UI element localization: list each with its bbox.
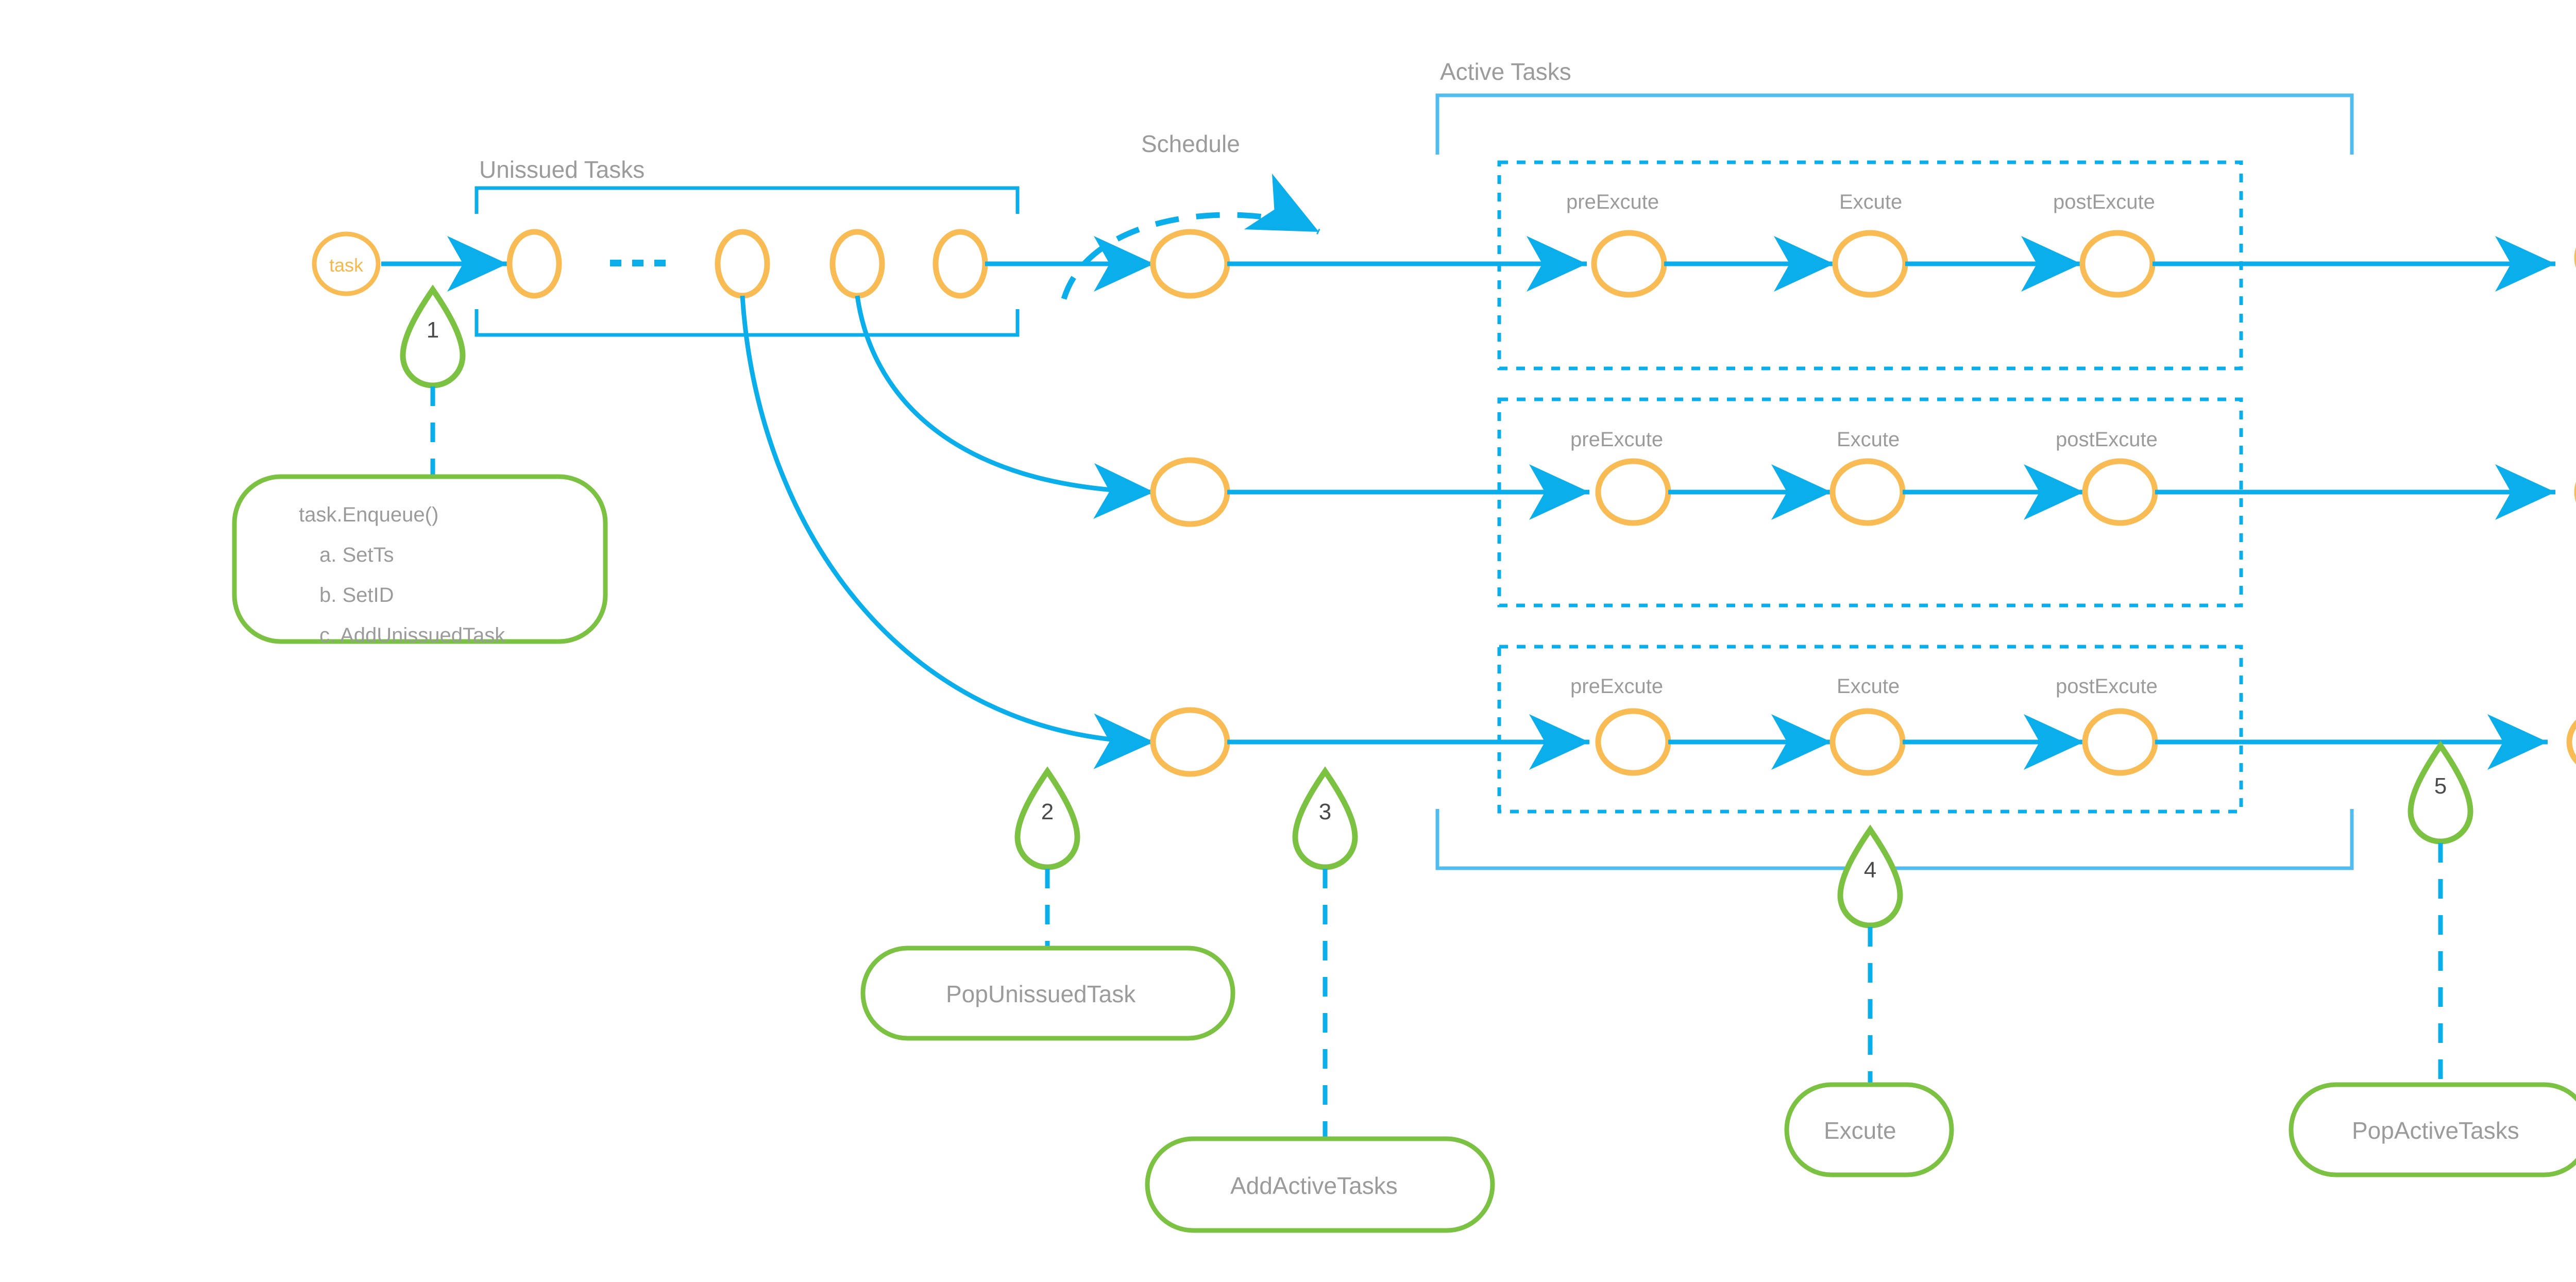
lane-3-stage-label-0: preExcute <box>1570 675 1663 698</box>
schedule-label: Schedule <box>1141 130 1240 157</box>
marker-pin-3[interactable]: 3 <box>1292 766 1358 870</box>
queue-nodes <box>506 229 988 299</box>
lane-1-stage-node-0[interactable] <box>1591 230 1667 298</box>
marker-pin-1[interactable]: 1 <box>400 284 466 389</box>
marker-pin-5[interactable]: 5 <box>2408 740 2473 845</box>
lane-2-stage-label-0: preExcute <box>1570 428 1663 451</box>
marker-pin-1-number: 1 <box>427 317 439 343</box>
queue-node-1[interactable] <box>506 229 562 299</box>
lane-3-stage-node-2[interactable] <box>2082 708 2158 776</box>
lane-3: preExcute Excute postExcute <box>1150 645 2576 814</box>
marker-pin-2-number: 2 <box>1041 799 1054 824</box>
callout-2-label: PopUnissuedTask <box>946 981 1136 1007</box>
lane-3-entry-node[interactable] <box>1150 707 1230 777</box>
lane-3-stage-label-2: postExcute <box>2056 675 2158 698</box>
lane-3-stage-node-0[interactable] <box>1595 708 1671 776</box>
active-tasks-label: Active Tasks <box>1440 58 1571 85</box>
edge-queue-to-lane2 <box>855 295 1155 519</box>
lane-2: preExcute Excute postExcute <box>1150 397 2576 608</box>
callout-1-line-2: b. SetID <box>319 584 394 606</box>
callout-4: Excute <box>1784 1082 1954 1177</box>
lane-2-pipeline-box <box>1497 397 2243 608</box>
lane-1: preExcute Excute postExcute <box>1150 160 2576 370</box>
lane-3-stage-label-1: Excute <box>1837 675 1900 698</box>
lane-3-stage-node-1[interactable] <box>1829 708 1906 776</box>
edge-queue-to-lane3 <box>740 295 1155 769</box>
callout-1-line-1: a. SetTs <box>319 544 394 566</box>
schedule-arrow <box>1061 173 1320 300</box>
lane-3-exit-node[interactable] <box>2566 711 2576 773</box>
marker-pin-3-number: 3 <box>1319 799 1331 824</box>
lane-1-entry-node[interactable] <box>1150 229 1230 299</box>
callout-5-label: PopActiveTasks <box>2352 1117 2519 1144</box>
callout-5: PopActiveTasks <box>2289 1082 2576 1177</box>
callout-4-label: Excute <box>1824 1117 1896 1144</box>
lane-1-stage-node-2[interactable] <box>2079 230 2156 298</box>
callout-3-label: AddActiveTasks <box>1230 1172 1398 1199</box>
lane-2-stage-label-1: Excute <box>1837 428 1900 451</box>
callout-1-line-3: c. AddUnissuedTask <box>319 624 505 647</box>
callout-3: AddActiveTasks <box>1145 1136 1495 1233</box>
lane-1-stage-label-0: preExcute <box>1566 191 1659 213</box>
marker-pin-2[interactable]: 2 <box>1014 766 1080 870</box>
lane-1-stage-label-2: postExcute <box>2053 191 2155 213</box>
marker-pin-4[interactable]: 4 <box>1837 824 1903 929</box>
lane-2-stage-label-2: postExcute <box>2056 428 2158 451</box>
source-task-node[interactable]: task <box>312 231 381 296</box>
callout-1-line-0: task.Enqueue() <box>299 503 438 526</box>
callout-1: task.Enqueue() a. SetTs b. SetID c. AddU… <box>232 474 608 647</box>
marker-pin-4-number: 4 <box>1864 857 1876 883</box>
marker-pin-5-number: 5 <box>2434 773 2447 799</box>
lane-2-entry-node[interactable] <box>1150 457 1230 527</box>
lane-1-stage-label-1: Excute <box>1839 191 1902 213</box>
unissued-tasks-label: Unissued Tasks <box>479 156 645 183</box>
queue-node-2[interactable] <box>715 229 770 299</box>
lane-2-stage-node-1[interactable] <box>1829 458 1906 526</box>
lane-1-stage-node-1[interactable] <box>1832 230 1908 298</box>
lane-2-stage-node-2[interactable] <box>2082 458 2158 526</box>
queue-ellipsis-icon <box>610 260 666 266</box>
queue-node-4[interactable] <box>933 229 988 299</box>
queue-node-3[interactable] <box>829 229 885 299</box>
lane-2-stage-node-0[interactable] <box>1595 458 1671 526</box>
lane-3-pipeline-box <box>1497 645 2243 814</box>
source-task-label: task <box>329 255 364 276</box>
callout-2: PopUnissuedTask <box>860 946 1235 1041</box>
